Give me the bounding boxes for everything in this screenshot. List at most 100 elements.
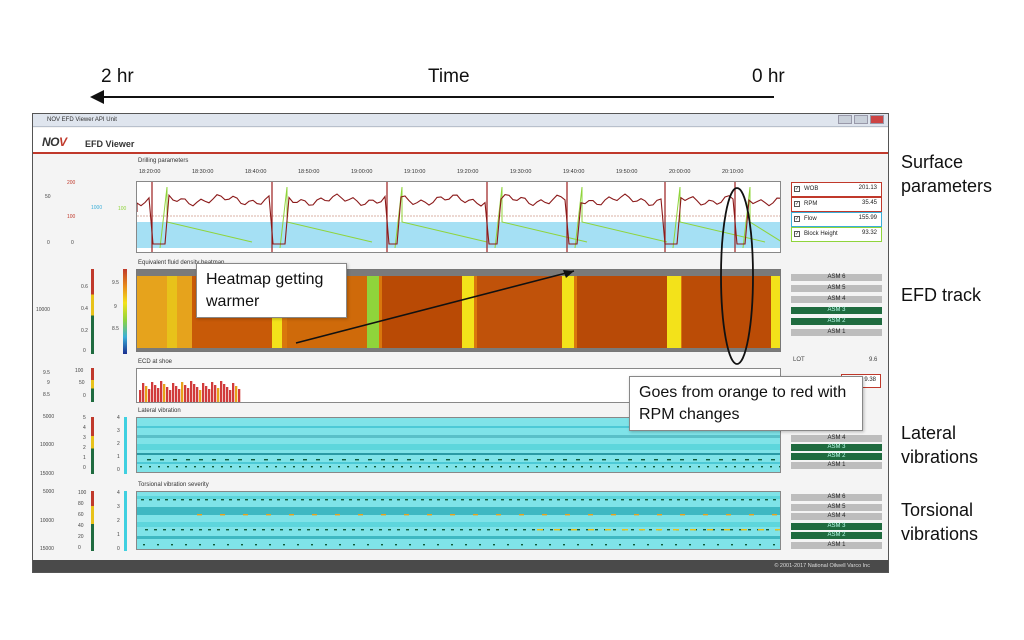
maximize-button[interactable] <box>854 115 868 124</box>
vib-mark <box>595 529 598 531</box>
vib-mark <box>758 529 764 531</box>
drilling-parameters-plot[interactable] <box>136 181 781 253</box>
asm-item[interactable]: ASM 1 <box>791 541 882 549</box>
tor-axis-tick: 0 <box>117 546 120 552</box>
vib-mark <box>147 459 151 461</box>
vib-mark <box>243 514 248 516</box>
asm-item[interactable]: ASM 1 <box>791 462 882 469</box>
asm-item[interactable]: ASM 2 <box>791 453 882 460</box>
time-label: 18:20:00 <box>139 169 161 175</box>
ecd-bar <box>157 388 160 402</box>
vib-mark <box>588 514 593 516</box>
vib-mark <box>605 544 607 546</box>
checkbox-icon[interactable]: ✓ <box>794 216 800 222</box>
ecd-bar <box>175 386 178 402</box>
vib-mark <box>487 529 490 531</box>
asm-item[interactable]: ASM 3 <box>791 522 882 530</box>
vib-mark <box>669 499 672 501</box>
time-label: 18:50:00 <box>298 169 320 175</box>
vib-mark <box>563 459 567 461</box>
asm-item[interactable]: ASM 5 <box>791 285 882 292</box>
vib-mark <box>726 514 731 516</box>
vib-mark <box>507 544 509 546</box>
vib-mark <box>244 529 247 531</box>
ecd-bar <box>229 390 232 402</box>
lateral-chart <box>137 418 780 472</box>
tor-depth-2: 15000 <box>40 546 54 552</box>
vib-mark <box>356 466 358 468</box>
vib-mark <box>549 499 552 501</box>
block-height-line <box>279 186 373 249</box>
block-height-line <box>394 186 488 249</box>
vib-mark <box>451 529 454 531</box>
ecd-left-0: 9.5 <box>43 370 50 376</box>
asm-item[interactable]: ASM 4 <box>791 435 882 442</box>
vib-mark <box>453 499 456 501</box>
vib-mark <box>415 529 418 531</box>
asm-item[interactable]: ASM 6 <box>791 494 882 501</box>
checkbox-icon[interactable]: ✓ <box>794 186 800 192</box>
vib-mark <box>685 499 688 501</box>
vib-mark <box>325 544 327 546</box>
asm-item[interactable]: ASM 5 <box>791 503 882 511</box>
asm-item[interactable]: ASM 4 <box>791 296 882 303</box>
asm-item[interactable]: ASM 2 <box>791 532 882 539</box>
close-button[interactable] <box>870 115 884 124</box>
vib-mark <box>469 499 472 501</box>
asm-item[interactable]: ASM 4 <box>791 513 882 520</box>
param-value: 35.45 <box>861 200 877 206</box>
vib-mark <box>329 466 331 468</box>
asm-item[interactable]: ASM 3 <box>791 307 882 314</box>
vib-mark <box>613 499 616 501</box>
vib-mark <box>550 459 554 461</box>
asm-item[interactable]: ASM 1 <box>791 329 882 336</box>
asm-item[interactable]: ASM 3 <box>791 444 882 451</box>
torsional-vibration-plot[interactable] <box>136 491 781 550</box>
vib-row <box>137 444 780 450</box>
vib-mark <box>641 459 645 461</box>
vib-mark <box>194 466 196 468</box>
checkbox-icon[interactable]: ✓ <box>794 231 800 237</box>
asm-item[interactable]: ASM 6 <box>791 274 882 281</box>
vib-mark <box>554 466 556 468</box>
vib-mark <box>677 499 680 501</box>
ecd-bar <box>166 387 169 402</box>
vib-mark <box>559 529 562 531</box>
vib-mark <box>427 514 432 516</box>
vib-mark <box>181 499 184 501</box>
vib-mark <box>631 529 634 531</box>
efd-legend-0: 9.5 <box>112 280 119 286</box>
rpm-highlight-ellipse <box>720 187 754 365</box>
vib-mark <box>251 459 255 461</box>
vib-mark <box>689 544 691 546</box>
asm-item[interactable]: ASM 2 <box>791 318 882 325</box>
vib-mark <box>261 499 264 501</box>
vib-mark <box>725 499 728 501</box>
vib-mark <box>140 466 142 468</box>
vib-mark <box>773 499 776 501</box>
vib-mark <box>199 544 201 546</box>
tor-axis-tick: 4 <box>117 490 120 496</box>
vib-mark <box>221 466 223 468</box>
vib-mark <box>311 466 313 468</box>
vib-mark <box>365 499 368 501</box>
vib-mark <box>381 514 386 516</box>
vib-mark <box>173 459 177 461</box>
vib-row <box>137 496 780 499</box>
vib-mark <box>235 529 238 531</box>
lat-axis-tick: 2 <box>117 441 120 447</box>
ecd-bar <box>235 386 238 402</box>
vib-mark <box>370 529 373 531</box>
vib-mark <box>576 459 580 461</box>
vib-mark <box>577 529 580 531</box>
drill-scale-mid-bottom: 0 <box>71 240 74 246</box>
vib-mark <box>505 529 508 531</box>
vib-mark <box>662 466 664 468</box>
minimize-button[interactable] <box>838 115 852 124</box>
checkbox-icon[interactable]: ✓ <box>794 201 800 207</box>
